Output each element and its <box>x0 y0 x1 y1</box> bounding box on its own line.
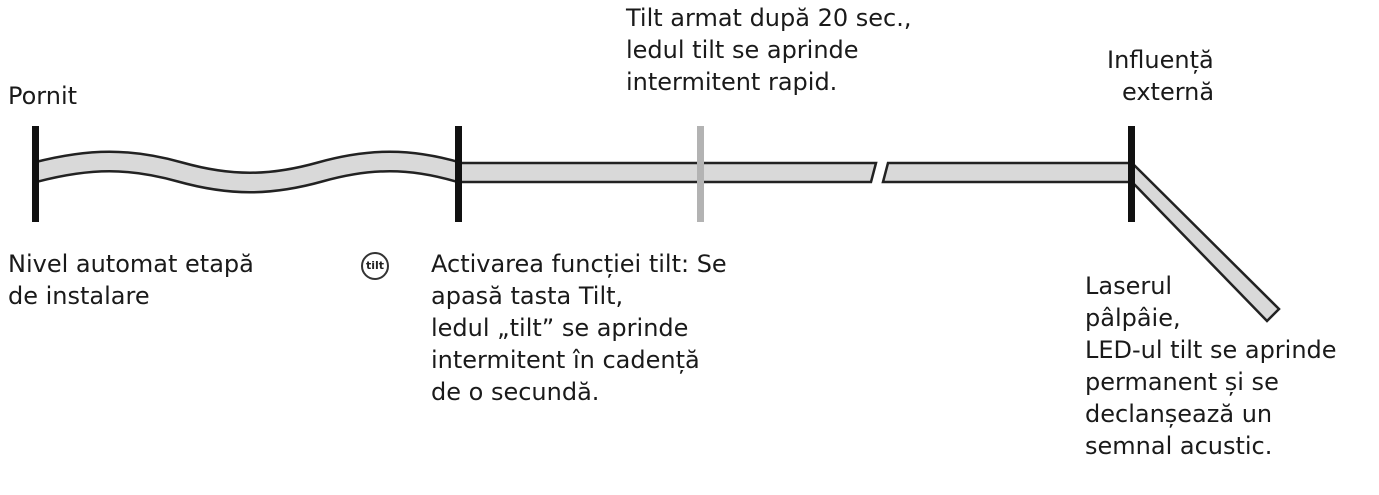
marker-start <box>32 126 39 222</box>
marker-armed <box>697 126 704 222</box>
wavy-band-leveling-fill <box>33 153 461 191</box>
band-segment-monitoring <box>881 161 1134 184</box>
label-armed: Tilt armat după 20 sec., ledul tilt se a… <box>626 4 912 96</box>
label-alarm: Laserul pâlpâie, LED-ul tilt se aprinde … <box>1085 272 1337 460</box>
label-activation: Activarea funcției tilt: Se apasă tasta … <box>431 250 727 406</box>
label-external-influence: Influență externă <box>1107 46 1215 106</box>
label-start: Pornit <box>8 82 78 110</box>
label-auto-level: Nivel automat etapă de instalare <box>8 250 254 310</box>
marker-external <box>1128 126 1135 222</box>
band-segment-armed <box>456 161 878 184</box>
marker-activation <box>455 126 462 222</box>
tilt-button-icon: tilt <box>361 252 389 280</box>
